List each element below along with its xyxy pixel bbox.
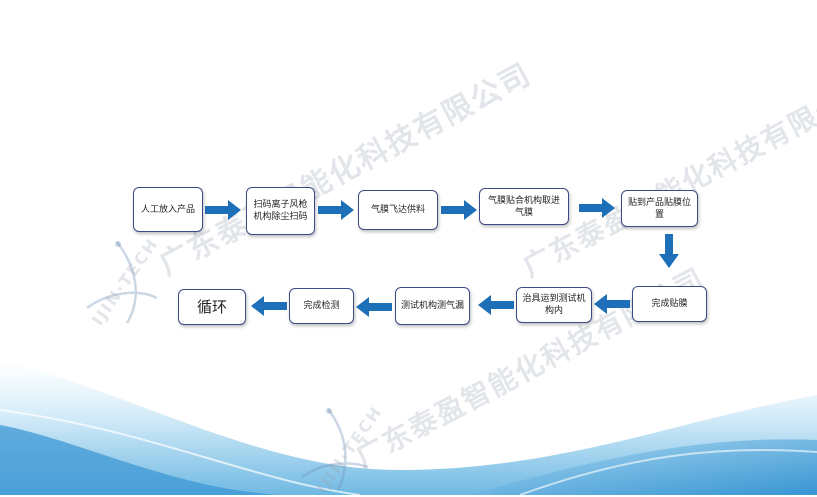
flow-step-leak-test: 测试机构测气漏	[395, 287, 470, 325]
flow-step-fixture-to-test: 治具运到测试机构内	[516, 287, 592, 323]
arrow-left-9	[251, 296, 287, 316]
flow-step-film-feeder: 气膜飞达供料	[358, 190, 438, 230]
arrow-down-5	[659, 234, 679, 268]
flow-step-test-done: 完成检测	[289, 288, 354, 324]
arrow-left-6	[594, 294, 630, 314]
watermark-logo-icon-2	[301, 408, 369, 491]
flow-step-film-pick: 气膜贴合机构取进气膜	[479, 188, 569, 225]
arrow-right-2	[318, 200, 354, 220]
flow-step-loop: 循环	[178, 289, 246, 325]
flow-step-scan-ion-dust: 扫码离子风枪机构除尘扫码	[246, 187, 315, 235]
flow-step-attach-position: 贴到产品贴膜位置	[621, 190, 698, 227]
arrow-right-4	[579, 198, 615, 218]
flow-step-film-done: 完成贴膜	[632, 286, 707, 322]
watermark-logo-icon	[86, 241, 158, 324]
arrow-right-3	[441, 200, 477, 220]
arrow-right-1	[205, 200, 241, 220]
arrow-left-7	[478, 295, 514, 315]
flow-step-manual-load: 人工放入产品	[133, 187, 203, 232]
arrow-left-8	[356, 297, 392, 317]
